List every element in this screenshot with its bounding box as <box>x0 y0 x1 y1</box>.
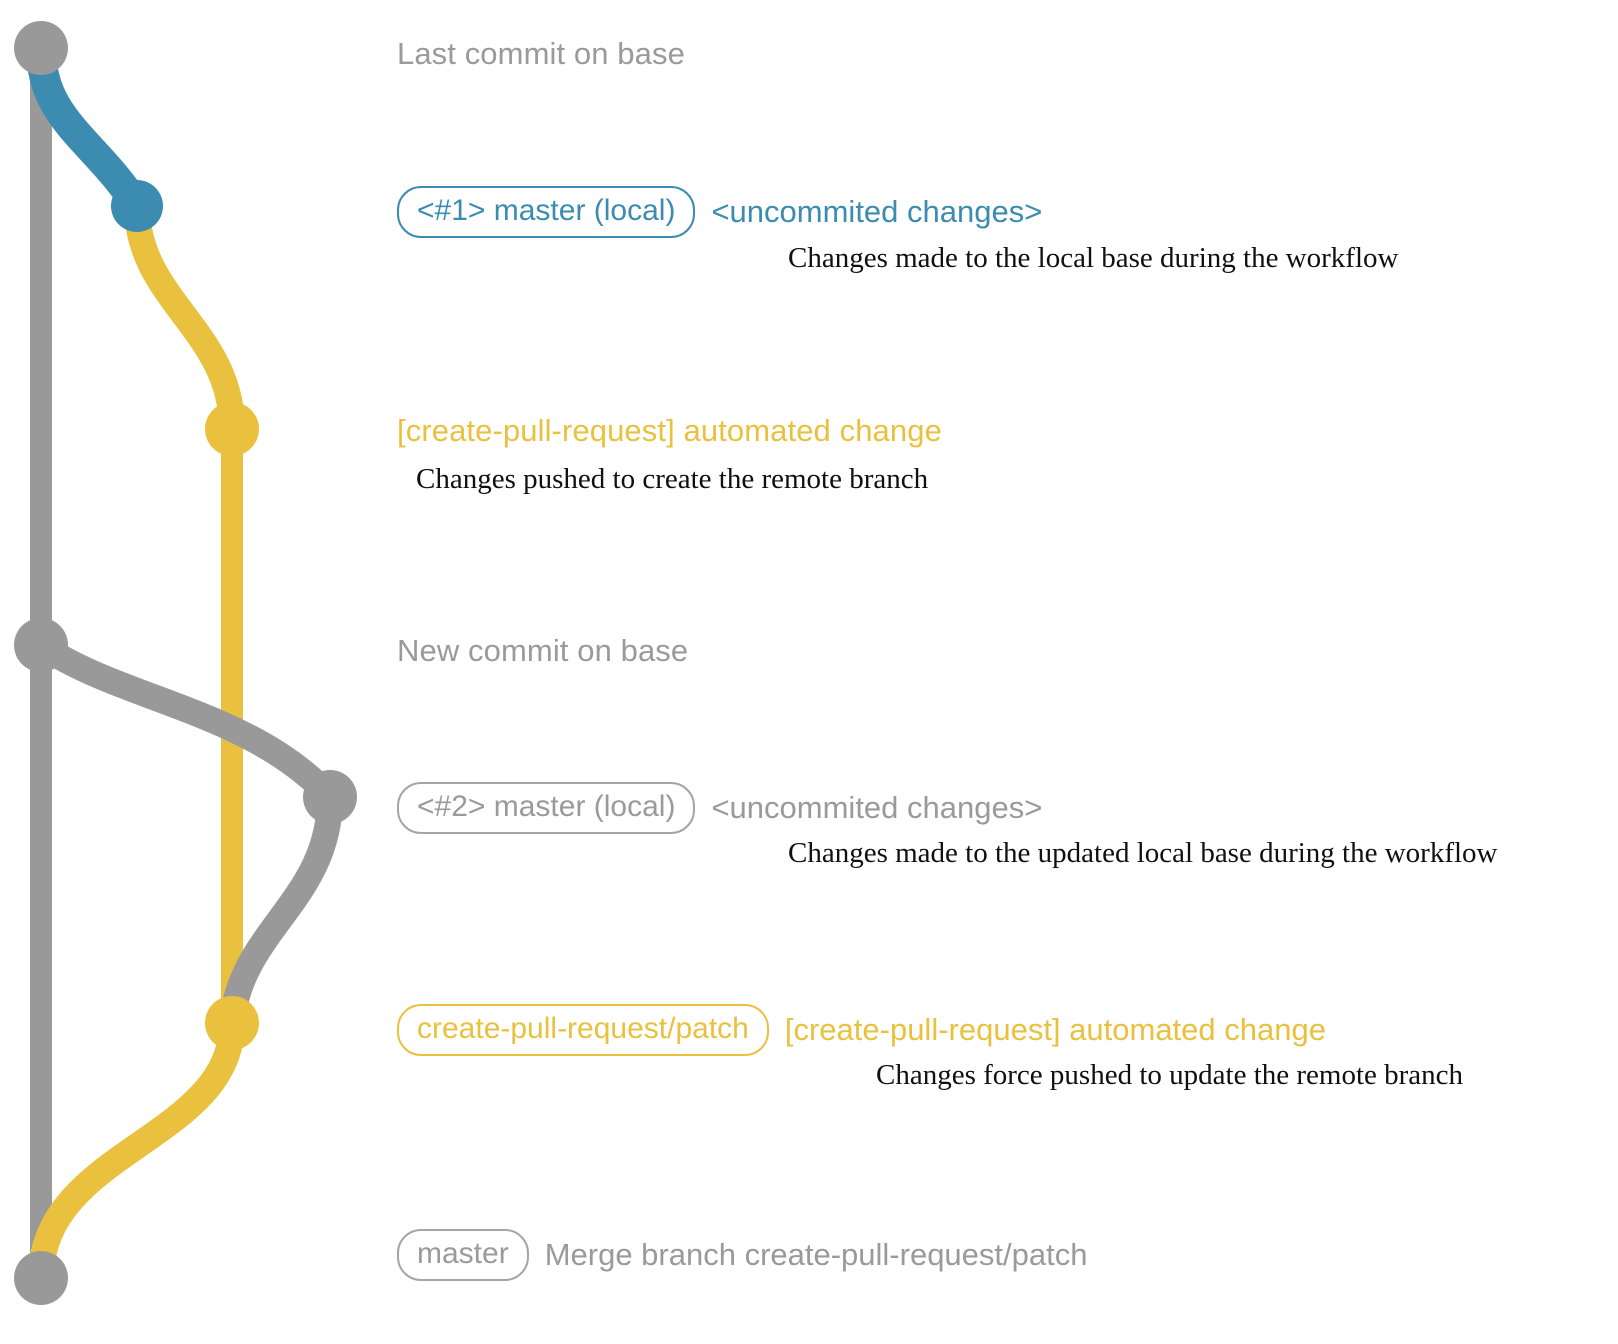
commit-node-merge[interactable] <box>14 1251 68 1305</box>
edge-patch2-to-merge <box>28 1010 245 1291</box>
commit-node-local-1[interactable] <box>111 180 163 232</box>
edge-base-to-local2 <box>28 632 343 810</box>
row-last-commit-on-base: Last commit on base <box>397 36 685 72</box>
commit-node-patch-1[interactable] <box>205 402 259 456</box>
row-new-commit-on-base: New commit on base <box>397 633 688 669</box>
commit-description-3: Changes made to the updated local base d… <box>788 837 1498 869</box>
commit-node-local-2[interactable] <box>303 770 357 824</box>
branch-badge-master-local-2[interactable]: <#2> master (local) <box>397 782 696 834</box>
commit-subject-uncommited-changes-1: <uncommited changes> <box>711 193 1043 229</box>
commit-graph-svg <box>14 21 357 1305</box>
row-commit-1-local: <#1> master (local) <uncommited changes> <box>397 186 1042 238</box>
commit-subject-merge-branch: Merge branch create-pull-request/patch <box>544 1236 1088 1272</box>
commit-description-4: Changes force pushed to update the remot… <box>876 1059 1464 1091</box>
commit-subject-uncommited-changes-2: <uncommited changes> <box>711 789 1043 825</box>
commit-subject-automated-change-2: [create-pull-request] automated change <box>784 1011 1326 1047</box>
row-commit-1-patch: [create-pull-request] automated change <box>397 413 942 449</box>
commit-node-base-1[interactable] <box>14 21 68 75</box>
commit-title-new-commit-on-base: New commit on base <box>397 633 689 668</box>
row-commit-2-local: <#2> master (local) <uncommited changes> <box>397 782 1042 834</box>
branch-badge-master-local-1[interactable]: <#1> master (local) <box>397 186 696 238</box>
edge-local1-to-patch1 <box>124 193 245 442</box>
edge-local2-to-patch2 <box>219 784 343 1036</box>
commit-title-automated-change-1: [create-pull-request] automated change <box>397 413 942 448</box>
row-merge-commit: master Merge branch create-pull-request/… <box>397 1229 1087 1281</box>
branch-badge-master[interactable]: master <box>397 1229 529 1281</box>
commit-node-base-2[interactable] <box>14 618 68 672</box>
row-commit-2-patch: create-pull-request/patch [create-pull-r… <box>397 1004 1326 1056</box>
commit-description-1: Changes made to the local base during th… <box>788 242 1399 274</box>
edge-base-to-local1 <box>26 33 152 221</box>
commit-node-patch-2[interactable] <box>205 996 259 1050</box>
commit-description-2: Changes pushed to create the remote bran… <box>416 463 929 495</box>
commit-title-last-commit-on-base: Last commit on base <box>397 36 685 71</box>
branch-badge-create-pull-request-patch[interactable]: create-pull-request/patch <box>397 1004 769 1056</box>
